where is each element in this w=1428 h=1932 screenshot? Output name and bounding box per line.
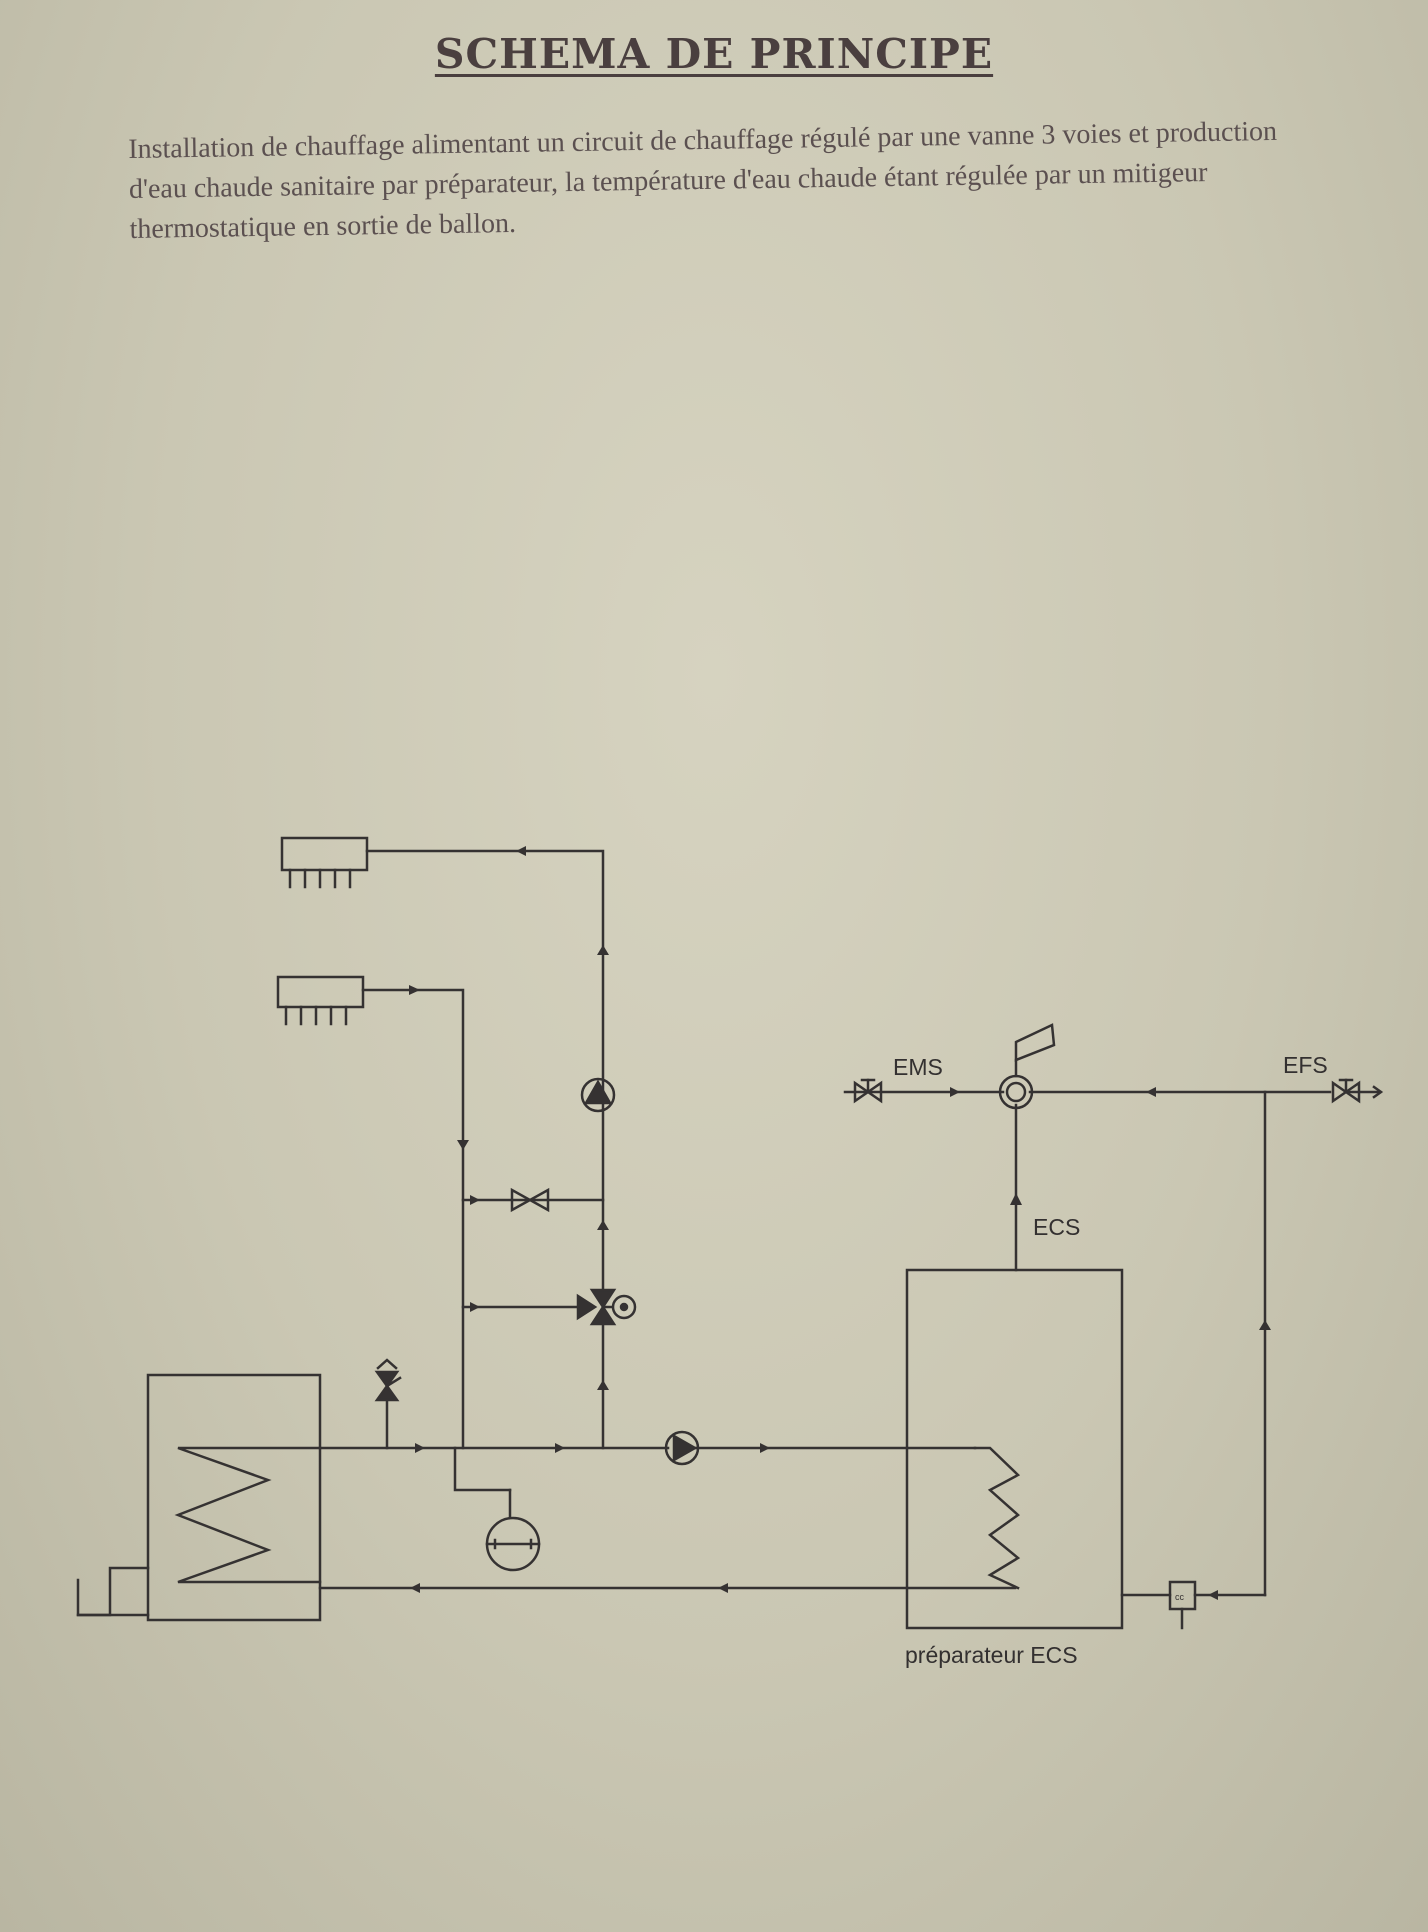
pump-icon (580, 1077, 616, 1113)
dhw-pipes (843, 1090, 1382, 1597)
dhw-tank-icon (905, 1268, 1124, 1630)
ems-label: EMS (893, 1054, 943, 1080)
expansion-vessel-icon (485, 1488, 541, 1572)
three-way-valve-icon (576, 1288, 637, 1326)
safety-valve-icon (374, 1358, 402, 1450)
radiator-icon (280, 836, 369, 889)
page-title: SCHEMA DE PRINCIPE (0, 30, 1428, 78)
primary-loop-pipes (318, 1446, 1017, 1590)
check-valve-icon (853, 1078, 883, 1104)
title-text: SCHEMA DE PRINCIPE (434, 30, 994, 78)
flow-arrows (409, 846, 1271, 1600)
boiler-icon (76, 1373, 322, 1622)
tank-label: préparateur ECS (905, 1642, 1078, 1668)
gate-valve-icon (510, 1187, 550, 1213)
check-valve-icon (1331, 1078, 1384, 1104)
meter-label: cc (1175, 1592, 1185, 1602)
diagram-labels: EMS EFS ECS préparateur ECS cc (893, 1052, 1328, 1668)
pump-icon (664, 1430, 700, 1466)
mixing-valve-icon (998, 1023, 1056, 1110)
heating-circuit-pipes (361, 849, 605, 1492)
ecs-label: ECS (1033, 1214, 1080, 1240)
radiator-icon (276, 975, 365, 1026)
water-meter-icon (1168, 1580, 1197, 1630)
efs-label: EFS (1283, 1052, 1328, 1078)
